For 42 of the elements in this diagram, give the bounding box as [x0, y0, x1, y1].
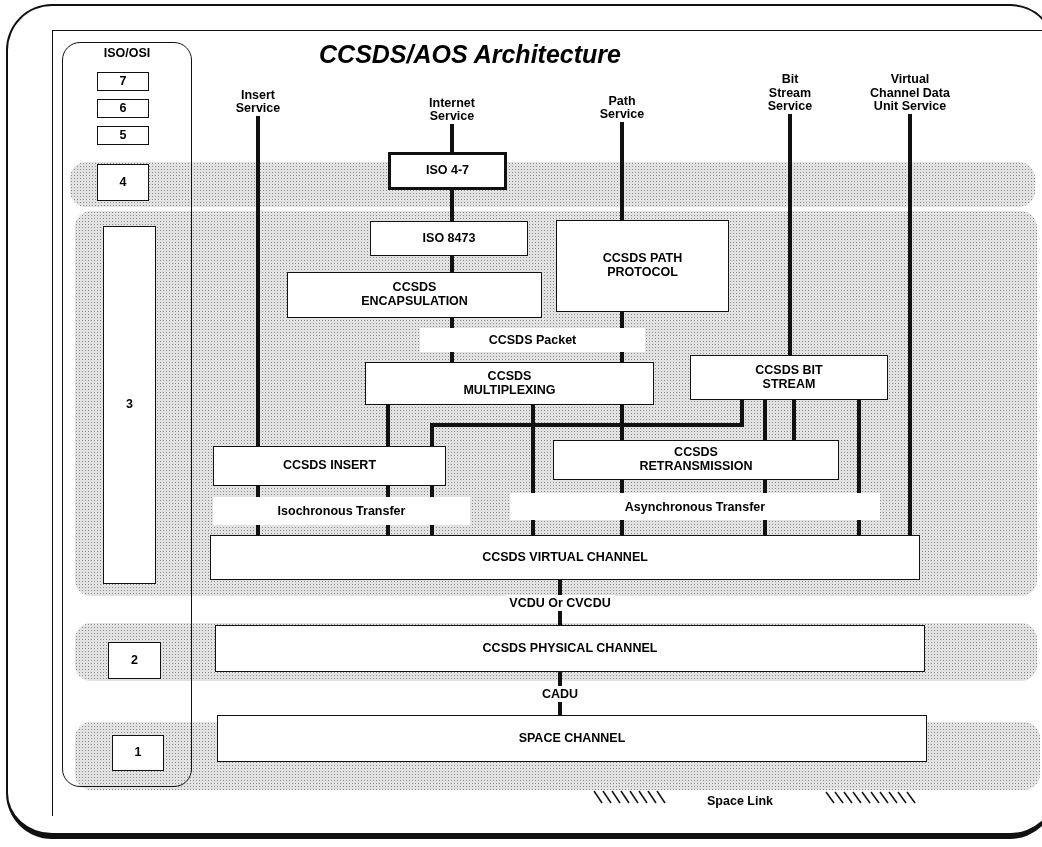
osi-layer-panel [62, 42, 192, 787]
diagram-title: CCSDS/AOS Architecture [318, 40, 622, 69]
process-box: 2 [108, 642, 161, 679]
transfer-band: CCSDS Packet [420, 328, 645, 352]
connector-line [450, 190, 454, 221]
connector-line [256, 116, 260, 446]
service-label: Bit Stream Service [750, 60, 830, 114]
process-box: 7 [97, 72, 149, 91]
service-label: Virtual Channel Data Unit Service [858, 42, 962, 114]
panel-heading: ISO/OSI [103, 47, 151, 61]
connector-line [908, 114, 912, 535]
connector-line [792, 400, 796, 440]
connector-line [430, 400, 744, 446]
connector-line [386, 405, 390, 446]
process-box: 5 [97, 126, 149, 145]
process-box: CCSDS RETRANSMISSION [553, 440, 839, 480]
connector-line [450, 256, 454, 272]
process-box: CCSDS BIT STREAM [690, 355, 888, 400]
process-box: ISO 8473 [370, 221, 528, 256]
transfer-band: Asynchronous Transfer [510, 493, 880, 520]
connector-line [620, 405, 624, 440]
connector-line [450, 124, 454, 152]
process-box: CCSDS ENCAPSULATION [287, 272, 542, 318]
process-box: 6 [97, 99, 149, 118]
process-box: CCSDS PATH PROTOCOL [556, 220, 729, 312]
process-box: CCSDS VIRTUAL CHANNEL [210, 535, 920, 580]
process-box: CCSDS MULTIPLEXING [365, 362, 654, 405]
process-box: CCSDS INSERT [213, 446, 446, 486]
connector-line [620, 122, 624, 220]
process-box: 3 [103, 226, 156, 584]
process-box: SPACE CHANNEL [217, 715, 927, 762]
service-label: Path Service [582, 82, 662, 122]
service-label: Insert Service [216, 76, 300, 116]
note-label: Space Link [706, 793, 774, 810]
process-box: ISO 4-7 [388, 152, 507, 190]
process-box: CCSDS PHYSICAL CHANNEL [215, 625, 925, 672]
process-box: 1 [112, 735, 164, 771]
service-label: Internet Service [405, 84, 499, 124]
connector-line [763, 400, 767, 440]
connector-line [788, 114, 792, 355]
process-box: 4 [97, 164, 149, 201]
transfer-band: Isochronous Transfer [213, 497, 470, 525]
